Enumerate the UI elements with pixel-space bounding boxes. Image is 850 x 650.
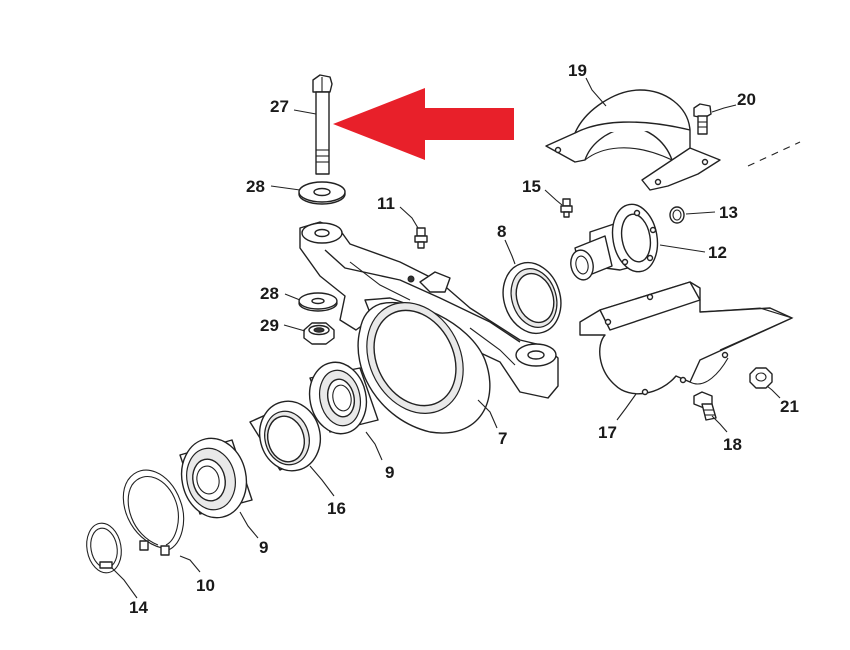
part-15-grease-fitting[interactable] [560, 198, 573, 218]
part-28-washer-top[interactable] [298, 181, 346, 205]
highlight-arrow [333, 88, 514, 160]
part-9-bearing-lower[interactable] [174, 432, 253, 524]
callout-17: 17 [598, 423, 617, 442]
callout-21: 21 [780, 397, 799, 416]
callout-8: 8 [497, 222, 506, 241]
part-9-bearing-upper[interactable] [303, 357, 379, 439]
part-13-o-ring[interactable] [669, 206, 685, 224]
part-28-washer-lower[interactable] [298, 292, 338, 312]
callout-18: 18 [723, 435, 742, 454]
part-29-nut[interactable] [303, 322, 335, 345]
part-8-seal-ring[interactable] [494, 255, 570, 341]
part-20-bolt[interactable] [693, 103, 712, 135]
part-7-axle-housing[interactable] [299, 221, 559, 434]
part-10-snap-ring[interactable] [122, 469, 185, 556]
part-27-bolt[interactable] [312, 74, 333, 175]
callout-labels: 27 28 11 28 29 8 15 13 12 19 20 7 9 16 9… [129, 61, 799, 617]
callout-9-upper: 9 [385, 463, 394, 482]
centerline-dashed [747, 141, 801, 167]
callout-10: 10 [196, 576, 215, 595]
callout-12: 12 [708, 243, 727, 262]
callout-19: 19 [568, 61, 587, 80]
callout-16: 16 [327, 499, 346, 518]
callout-20: 20 [737, 90, 756, 109]
callout-28-lower: 28 [260, 284, 279, 303]
part-12-spindle[interactable] [568, 201, 662, 282]
callout-27: 27 [270, 97, 289, 116]
callout-14: 14 [129, 598, 148, 617]
callout-11: 11 [377, 194, 395, 213]
callout-28-top: 28 [246, 177, 265, 196]
part-14-snap-ring-small[interactable] [83, 520, 125, 575]
part-21-nut[interactable] [749, 367, 773, 389]
leader-lines [111, 77, 781, 599]
part-11-grease-fitting[interactable] [414, 227, 428, 249]
part-19-upper-clamp[interactable] [545, 89, 721, 191]
part-16-bearing-sleeve[interactable] [249, 395, 328, 477]
callout-29: 29 [260, 316, 279, 335]
part-17-lower-clamp[interactable] [579, 281, 794, 396]
callout-9-lower: 9 [259, 538, 268, 557]
callout-15: 15 [522, 177, 541, 196]
callout-13: 13 [719, 203, 738, 222]
callout-7: 7 [498, 429, 507, 448]
part-18-bolt[interactable] [693, 391, 717, 421]
